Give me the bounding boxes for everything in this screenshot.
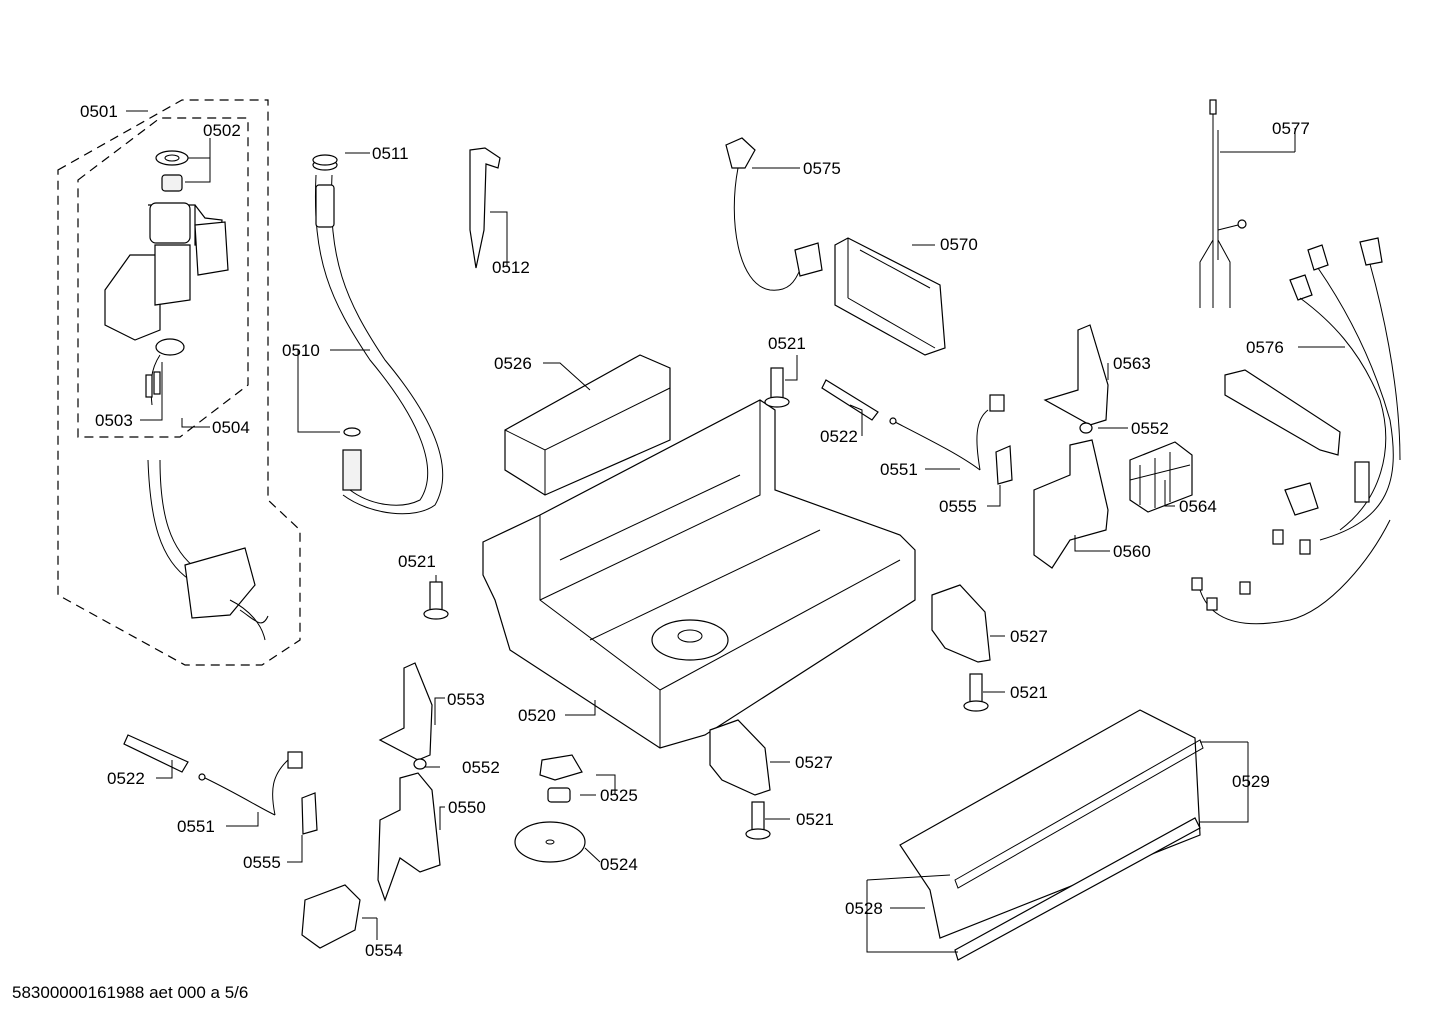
part-labels: 0501 0502 0503 0504 0510 0511 0512 0520 …: [80, 102, 1310, 960]
foot-part: [709, 584, 991, 796]
water-inlet-group-outline: [57, 99, 301, 666]
inlet-hose-part: [147, 459, 269, 641]
label-0564: 0564: [1179, 497, 1217, 516]
label-0552-a: 0552: [1131, 419, 1169, 438]
label-0550: 0550: [448, 798, 486, 817]
cable-loom-part: [1191, 237, 1401, 625]
label-0552-b: 0552: [462, 758, 500, 777]
sensor-part: [514, 754, 586, 863]
label-0522-b: 0522: [107, 769, 145, 788]
label-0511: 0511: [372, 144, 409, 163]
label-0554: 0554: [365, 941, 403, 960]
label-0520: 0520: [518, 706, 556, 725]
label-0521-b: 0521: [398, 552, 436, 571]
hose-bracket-part: [469, 147, 501, 269]
label-0521-a: 0521: [768, 334, 806, 353]
label-0555-a: 0555: [939, 497, 977, 516]
label-0512: 0512: [492, 258, 530, 277]
inlet-valve-part: [104, 150, 229, 406]
label-0553: 0553: [447, 690, 485, 709]
screw-part: [423, 367, 989, 840]
label-0551-b: 0551: [177, 817, 215, 836]
cover-box-part: [504, 354, 671, 496]
leader-lines: [126, 110, 1345, 953]
label-0577: 0577: [1272, 119, 1310, 138]
label-0576: 0576: [1246, 338, 1284, 357]
label-0563: 0563: [1113, 354, 1151, 373]
wire-harness-part: [1199, 99, 1247, 308]
label-0528: 0528: [845, 899, 883, 918]
label-0560: 0560: [1113, 542, 1151, 561]
label-0502: 0502: [203, 121, 241, 140]
label-0527-a: 0527: [1010, 627, 1048, 646]
label-0526: 0526: [494, 354, 532, 373]
label-0501: 0501: [80, 102, 118, 121]
label-0529: 0529: [1232, 772, 1270, 791]
label-0555-b: 0555: [243, 853, 281, 872]
control-module-part: [834, 237, 946, 356]
mains-cable-part: [725, 137, 823, 291]
label-0504: 0504: [212, 418, 250, 437]
sensor-cable-part: [198, 394, 1005, 816]
document-footer: 58300000161988 aet 000 a 5/6: [12, 983, 248, 1002]
label-0570: 0570: [940, 235, 978, 254]
left-hinge-part: [301, 662, 441, 949]
label-0524: 0524: [600, 855, 638, 874]
label-0510: 0510: [282, 341, 320, 360]
hinge-bracket-part: [1033, 324, 1109, 569]
label-0522-a: 0522: [820, 427, 858, 446]
clip-part: [301, 445, 1013, 835]
label-0521-d: 0521: [796, 810, 834, 829]
label-0521-c: 0521: [1010, 683, 1048, 702]
label-0527-b: 0527: [795, 753, 833, 772]
label-0503: 0503: [95, 411, 133, 430]
plinth-part: [899, 709, 1204, 961]
label-0525: 0525: [600, 786, 638, 805]
label-0575: 0575: [803, 159, 841, 178]
cable-cage-part: [1129, 441, 1193, 513]
drain-hose-part: [312, 154, 444, 515]
base-frame-part: [482, 399, 916, 749]
label-0551-a: 0551: [880, 460, 918, 479]
